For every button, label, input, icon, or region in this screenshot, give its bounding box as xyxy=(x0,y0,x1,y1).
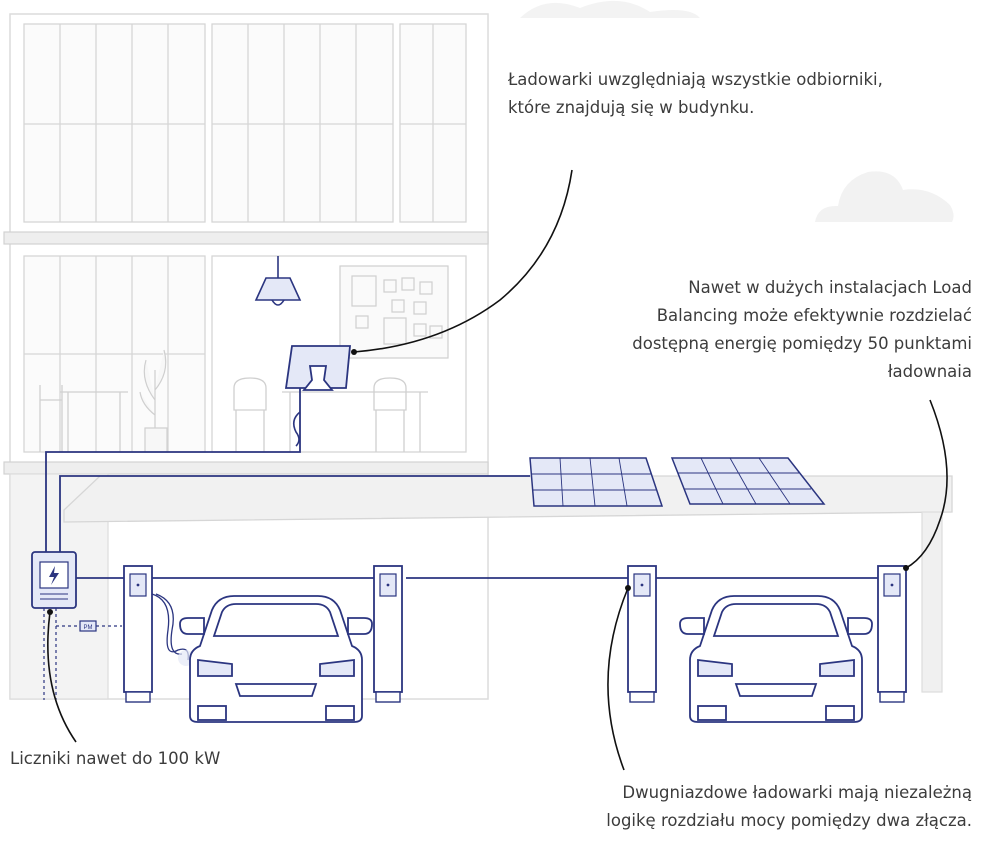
car-right xyxy=(679,595,873,723)
charger-2 xyxy=(373,565,403,703)
callout-line: Nawet w dużych instalacjach Load xyxy=(688,278,972,297)
building xyxy=(3,13,489,700)
notice-board xyxy=(339,265,449,359)
solar-panel-left xyxy=(529,457,664,507)
lightning-bolt-icon xyxy=(49,566,59,585)
leader-dot-right xyxy=(903,565,909,571)
solar-panel-right xyxy=(670,457,826,505)
callout-line: Balancing może efektywnie rozdzielać xyxy=(656,306,972,325)
callout-line: Ładowarki uwzględniają wszystkie odbiorn… xyxy=(508,70,883,89)
furniture xyxy=(39,377,428,452)
leader-dot-bottom xyxy=(625,585,631,591)
car-left xyxy=(179,595,373,723)
leader-line-top xyxy=(353,169,573,353)
callout-line: które znajdują się w budynku. xyxy=(508,98,755,117)
power-meter-label: PM xyxy=(84,625,93,631)
carport xyxy=(63,457,953,693)
power-meter: PM xyxy=(79,620,97,632)
leader-lines xyxy=(47,169,948,771)
leader-line-right xyxy=(905,399,948,569)
callout-meters: Liczniki nawet do 100 kW xyxy=(10,745,330,773)
charger-4 xyxy=(877,565,907,703)
distribution-board xyxy=(31,551,77,609)
callout-line: Liczniki nawet do 100 kW xyxy=(10,749,221,768)
callout-line: logikę rozdziału mocy pomiędzy dwa złącz… xyxy=(606,811,972,830)
cloud-top xyxy=(520,0,700,18)
charger-1 xyxy=(123,565,153,703)
callout-line: Dwugniazdowe ładowarki mają niezależną xyxy=(622,783,972,802)
leader-dot-left xyxy=(47,609,53,615)
floor-slab-upper xyxy=(3,231,489,245)
callout-line: dostępną energię pomiędzy 50 punktami xyxy=(632,334,972,353)
leader-line-bottom xyxy=(607,587,629,771)
callout-line: ładownaia xyxy=(887,362,972,381)
floor-slab-lower xyxy=(3,461,489,475)
upper-floor-windows xyxy=(23,23,467,223)
cloud-right xyxy=(815,171,954,222)
callout-dual-socket-chargers: Dwugniazdowe ładowarki mają niezależną l… xyxy=(520,779,972,835)
charger-3 xyxy=(627,565,657,703)
wiring xyxy=(45,411,880,579)
leader-line-left xyxy=(47,611,77,743)
dashed-wiring xyxy=(43,608,122,700)
pendant-lamp xyxy=(254,256,302,306)
plant xyxy=(139,349,168,453)
carport-pillar xyxy=(921,511,943,693)
callout-load-balancing: Nawet w dużych instalacjach Load Balanci… xyxy=(570,274,972,386)
callout-building-loads: Ładowarki uwzględniają wszystkie odbiorn… xyxy=(508,66,968,122)
home-display xyxy=(284,345,351,412)
leader-dot-top xyxy=(351,349,357,355)
